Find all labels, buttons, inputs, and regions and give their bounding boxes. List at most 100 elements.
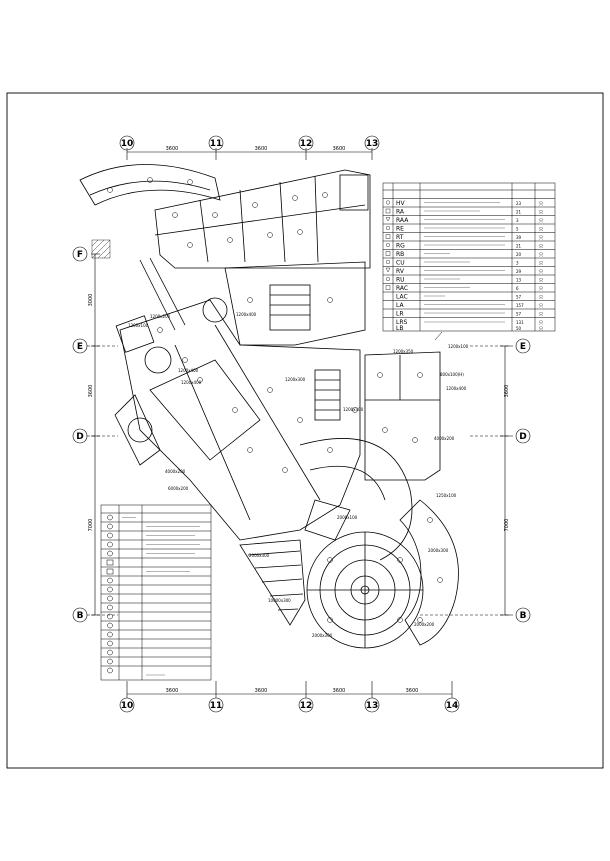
ceiling-fixtures	[107, 177, 443, 623]
equip-qty: 29	[516, 269, 522, 274]
bottom-axis-14: 14	[446, 701, 459, 711]
left-dim-3: 7000	[88, 519, 94, 532]
duct-label: 2000x300	[312, 633, 333, 638]
bottom-dim-1: 3600	[166, 688, 179, 694]
bottom-axis-10: 10	[121, 701, 134, 711]
equip-code: RU	[396, 277, 405, 284]
bottom-axis-13: 13	[366, 701, 379, 711]
equip-unit: 只	[539, 286, 543, 291]
left-axis-D: D	[76, 432, 83, 442]
equip-code: RB	[396, 251, 404, 258]
equip-unit: 只	[539, 278, 543, 283]
right-axis-E: E	[520, 342, 526, 352]
top-grid	[119, 135, 380, 160]
left-axis-B: B	[77, 611, 84, 621]
equip-code: RAA	[396, 217, 409, 224]
building-outline	[79, 164, 459, 649]
bottom-axis-12: 12	[300, 701, 313, 711]
bottom-dim-3: 3600	[333, 688, 346, 694]
duct-label: 2000x300	[249, 553, 270, 558]
equip-qty: 5	[516, 227, 519, 232]
equip-unit: 只	[539, 201, 543, 206]
equip-qty: 131	[516, 320, 524, 325]
top-dim-3: 3600	[333, 146, 346, 152]
equip-unit: 只	[539, 269, 543, 274]
left-axis-F: F	[77, 250, 83, 260]
equipment-table-cells: HV RA RAA RE RT RG RB CU RV RU RAC LAC L…	[385, 200, 543, 332]
duct-label: 1200x400	[236, 312, 257, 317]
right-axis-B: B	[520, 611, 527, 621]
duct-label: 6000x200	[168, 486, 189, 491]
duct-label: 10000x300	[268, 598, 291, 603]
equip-code: RA	[396, 209, 405, 216]
equip-code: RAC	[396, 285, 408, 292]
equip-qty: 3	[516, 218, 519, 223]
equip-code: LB	[396, 325, 403, 332]
duct-label: 4000x200	[434, 436, 455, 441]
duct-label: 1200x300	[343, 407, 364, 412]
equip-code: LRS	[396, 319, 408, 326]
top-axis-12: 12	[300, 139, 313, 149]
equip-unit: 只	[539, 303, 543, 308]
legend-table	[100, 504, 212, 681]
equip-unit: 只	[539, 320, 543, 325]
equip-unit: 只	[539, 312, 543, 317]
leader-line	[434, 331, 443, 341]
equip-qty: 23	[516, 201, 522, 206]
top-axis-10: 10	[121, 139, 134, 149]
equip-unit: 只	[539, 326, 543, 331]
duct-label: 1200x350	[393, 349, 414, 354]
duct-label: 1200x100	[128, 323, 149, 328]
top-dim-1: 3600	[166, 146, 179, 152]
top-dim-2: 3600	[255, 146, 268, 152]
duct-label: 1200x400	[178, 368, 199, 373]
bottom-grid	[119, 681, 460, 713]
equip-code: CU	[396, 260, 405, 267]
equip-qty: 13	[516, 278, 522, 283]
equip-qty: 20	[516, 252, 522, 257]
duct-label: 1200x400	[446, 386, 467, 391]
top-axis-11: 11	[210, 139, 223, 149]
equip-code: LR	[396, 311, 404, 318]
equip-qty: 21	[516, 244, 522, 249]
equip-qty: 3	[516, 261, 519, 266]
right-dim-1: 3600	[504, 385, 510, 398]
left-dim-2: 3600	[88, 385, 94, 398]
equip-unit: 只	[539, 244, 543, 249]
equip-unit: 只	[539, 227, 543, 232]
equip-qty: 39	[516, 235, 522, 240]
duct-label: 2000x100	[337, 515, 358, 520]
equip-qty: 50	[516, 326, 522, 331]
duct-label: 2000x300	[428, 548, 449, 553]
bottom-dim-4: 3600	[406, 688, 419, 694]
equip-code: LA	[396, 302, 404, 309]
equip-unit: 只	[539, 210, 543, 215]
equip-unit: 只	[539, 261, 543, 266]
equip-qty: 157	[516, 303, 524, 308]
equip-unit: 只	[539, 218, 543, 223]
duct-label: 1200x200	[150, 314, 171, 319]
duct-label: 1200x400	[181, 380, 202, 385]
equip-code: RV	[396, 268, 405, 275]
equip-code: RT	[396, 234, 404, 241]
equip-qty: 57	[516, 295, 522, 300]
equip-unit: 只	[539, 295, 543, 300]
equip-code: RE	[396, 226, 404, 233]
duct-label: 4000x200	[165, 469, 186, 474]
right-axis-D: D	[519, 432, 526, 442]
equip-code: HV	[396, 200, 406, 207]
hatched-block	[91, 239, 111, 259]
duct-label: 800x100(H)	[440, 372, 464, 377]
duct-label: 1200x100	[448, 344, 469, 349]
duct-label: 2000x200	[414, 622, 435, 627]
equip-unit: 只	[539, 235, 543, 240]
equip-code: LAC	[396, 294, 408, 301]
equipment-table	[382, 182, 556, 332]
top-axis-13: 13	[366, 139, 379, 149]
duct-label: 1250x100	[436, 493, 457, 498]
equip-qty: 21	[516, 210, 522, 215]
duct-label: 1200x300	[285, 377, 306, 382]
right-dim-2: 7000	[504, 519, 510, 532]
equip-qty: 57	[516, 312, 522, 317]
